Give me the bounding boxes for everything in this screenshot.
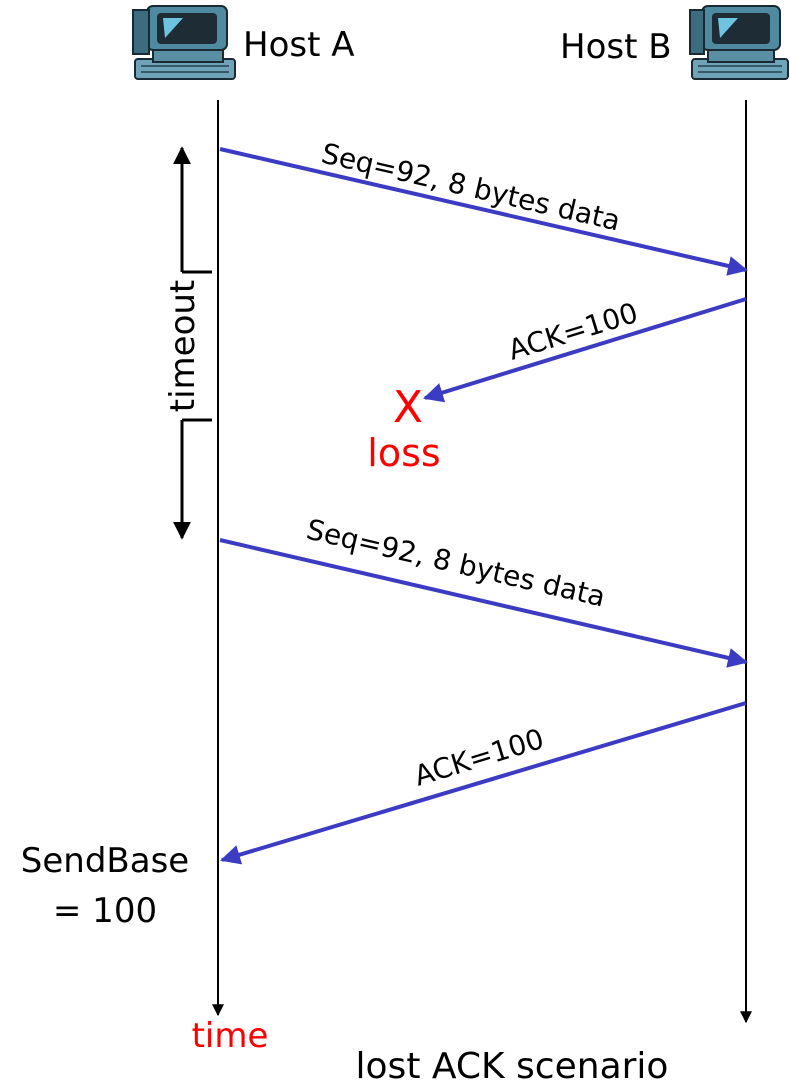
sendbase-label-line1: SendBase [21,841,189,881]
loss-label: loss [367,431,440,475]
message-label-seq-1: Seq=92, 8 bytes data [318,137,623,238]
message-arrow-seq-1 [219,147,748,276]
diagram-caption: lost ACK scenario [356,1046,669,1087]
sendbase-label-line2: = 100 [53,891,157,931]
time-label: time [192,1016,269,1056]
message-arrow-ack-lost [423,297,747,403]
loss-x-mark: X [393,382,423,433]
host-a-computer-icon [132,5,236,80]
host-a-label: Host A [243,25,354,65]
host-b-computer-icon [689,5,789,80]
message-arrow-seq-2 [219,538,748,668]
message-label-seq-2: Seq=92, 8 bytes data [303,513,608,614]
timeout-label: timeout [163,280,203,413]
host-b-label: Host B [560,27,672,67]
message-arrow-ack-2 [220,701,747,865]
message-label-ack-lost: ACK=100 [504,296,641,367]
